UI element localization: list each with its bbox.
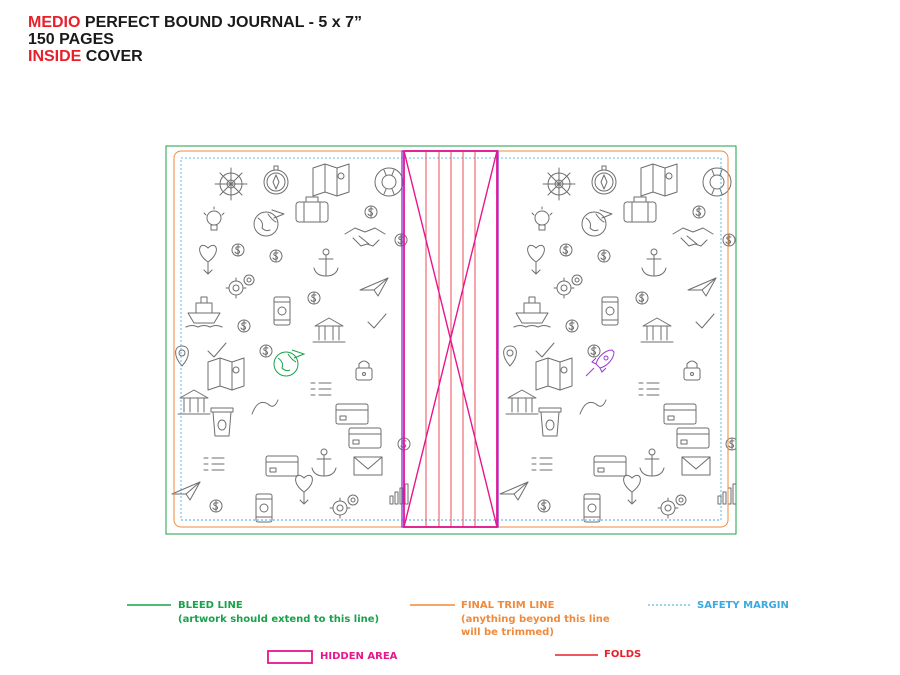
legend-trim-note-1: (anything beyond this line xyxy=(461,614,610,625)
title-product: PERFECT BOUND JOURNAL - 5 x 7” xyxy=(80,14,362,31)
right-panel-pattern xyxy=(500,164,738,522)
green-globe-icon xyxy=(273,349,305,377)
title-highlight-medio: MEDIO xyxy=(28,14,81,31)
legend-trim-title: FINAL TRIM LINE xyxy=(461,600,555,611)
legend-bleed-title: BLEED LINE xyxy=(178,600,243,611)
title-highlight-inside: INSIDE xyxy=(28,48,82,65)
pattern-artwork xyxy=(172,150,738,528)
hidden-area-diagonal-2 xyxy=(403,150,498,528)
left-panel-pattern xyxy=(172,164,410,522)
purple-rocket-icon xyxy=(585,349,615,377)
title-cover: COVER xyxy=(81,48,143,65)
legend-trim-note-2: will be trimmed) xyxy=(461,627,554,638)
hidden-area-box xyxy=(403,150,498,528)
page-header: MEDIO PERFECT BOUND JOURNAL - 5 x 7” 150… xyxy=(28,14,362,65)
legend-bleed-note: (artwork should extend to this line) xyxy=(178,614,380,625)
legend-hidden-title: HIDDEN AREA xyxy=(320,651,398,662)
title-line-2: 150 PAGES xyxy=(28,31,114,48)
title-line-1: MEDIO PERFECT BOUND JOURNAL - 5 x 7” xyxy=(28,14,362,31)
bleed-line xyxy=(165,145,737,535)
legend-safety-title: SAFETY MARGIN xyxy=(697,600,789,611)
legend-folds-title: FOLDS xyxy=(604,649,642,660)
spine-rib-lines xyxy=(425,150,476,528)
legend-hidden-swatch xyxy=(267,650,313,664)
title-line-3: INSIDE COVER xyxy=(28,48,362,65)
